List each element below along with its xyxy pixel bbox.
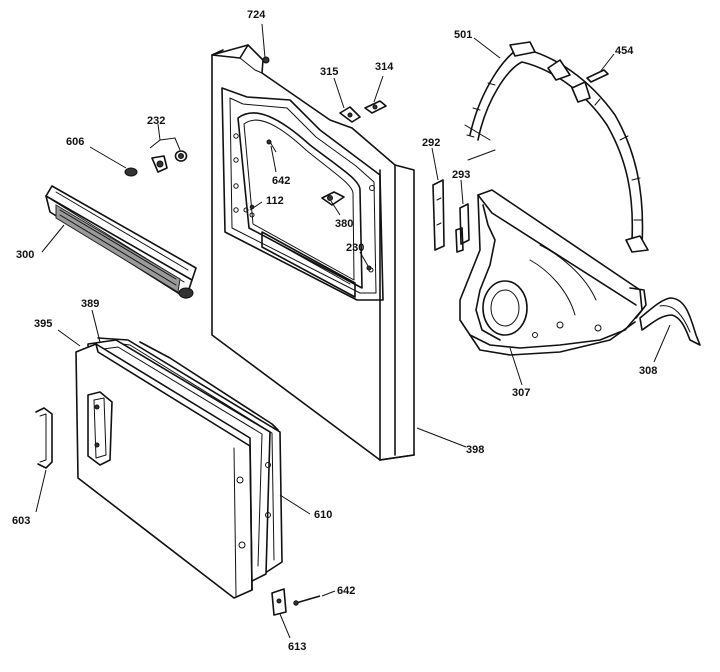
door-assembly xyxy=(75,337,283,599)
drum-bearing-arc xyxy=(464,41,649,253)
callout-454: 454 xyxy=(615,45,634,57)
callout-606: 606 xyxy=(66,136,84,148)
callout-labels: 724 501 454 315 314 232 606 292 293 642 … xyxy=(12,9,657,653)
callout-230: 230 xyxy=(346,242,364,254)
callout-603: 603 xyxy=(12,515,30,527)
callout-293: 293 xyxy=(452,169,470,181)
strike-brackets xyxy=(432,179,470,253)
callout-308: 308 xyxy=(639,365,657,377)
callout-724: 724 xyxy=(247,9,266,21)
callout-300: 300 xyxy=(16,249,34,261)
callout-395: 395 xyxy=(34,318,52,330)
lint-grille xyxy=(45,185,197,299)
front-panel xyxy=(211,44,415,461)
door-handle xyxy=(35,407,53,469)
callout-398: 398 xyxy=(466,444,484,456)
callout-380: 380 xyxy=(335,218,353,230)
callout-292: 292 xyxy=(422,137,440,149)
door-hinge xyxy=(271,588,321,616)
duct-seal xyxy=(639,297,701,346)
callout-389: 389 xyxy=(81,298,99,310)
callout-307: 307 xyxy=(512,387,530,399)
callout-642-upper: 642 xyxy=(272,175,290,187)
callout-315: 315 xyxy=(320,66,338,78)
callout-314: 314 xyxy=(375,61,394,73)
callout-501: 501 xyxy=(454,29,472,41)
callout-613: 613 xyxy=(288,641,306,653)
knob-parts xyxy=(124,150,188,177)
clip-454 xyxy=(586,69,609,83)
callout-112: 112 xyxy=(266,195,284,207)
callout-232: 232 xyxy=(147,115,165,127)
callout-610: 610 xyxy=(314,509,332,521)
leader-lines xyxy=(35,23,671,639)
callout-642-lower: 642 xyxy=(337,585,355,597)
front-bulkhead xyxy=(459,189,647,356)
panel-hardware xyxy=(249,56,387,271)
